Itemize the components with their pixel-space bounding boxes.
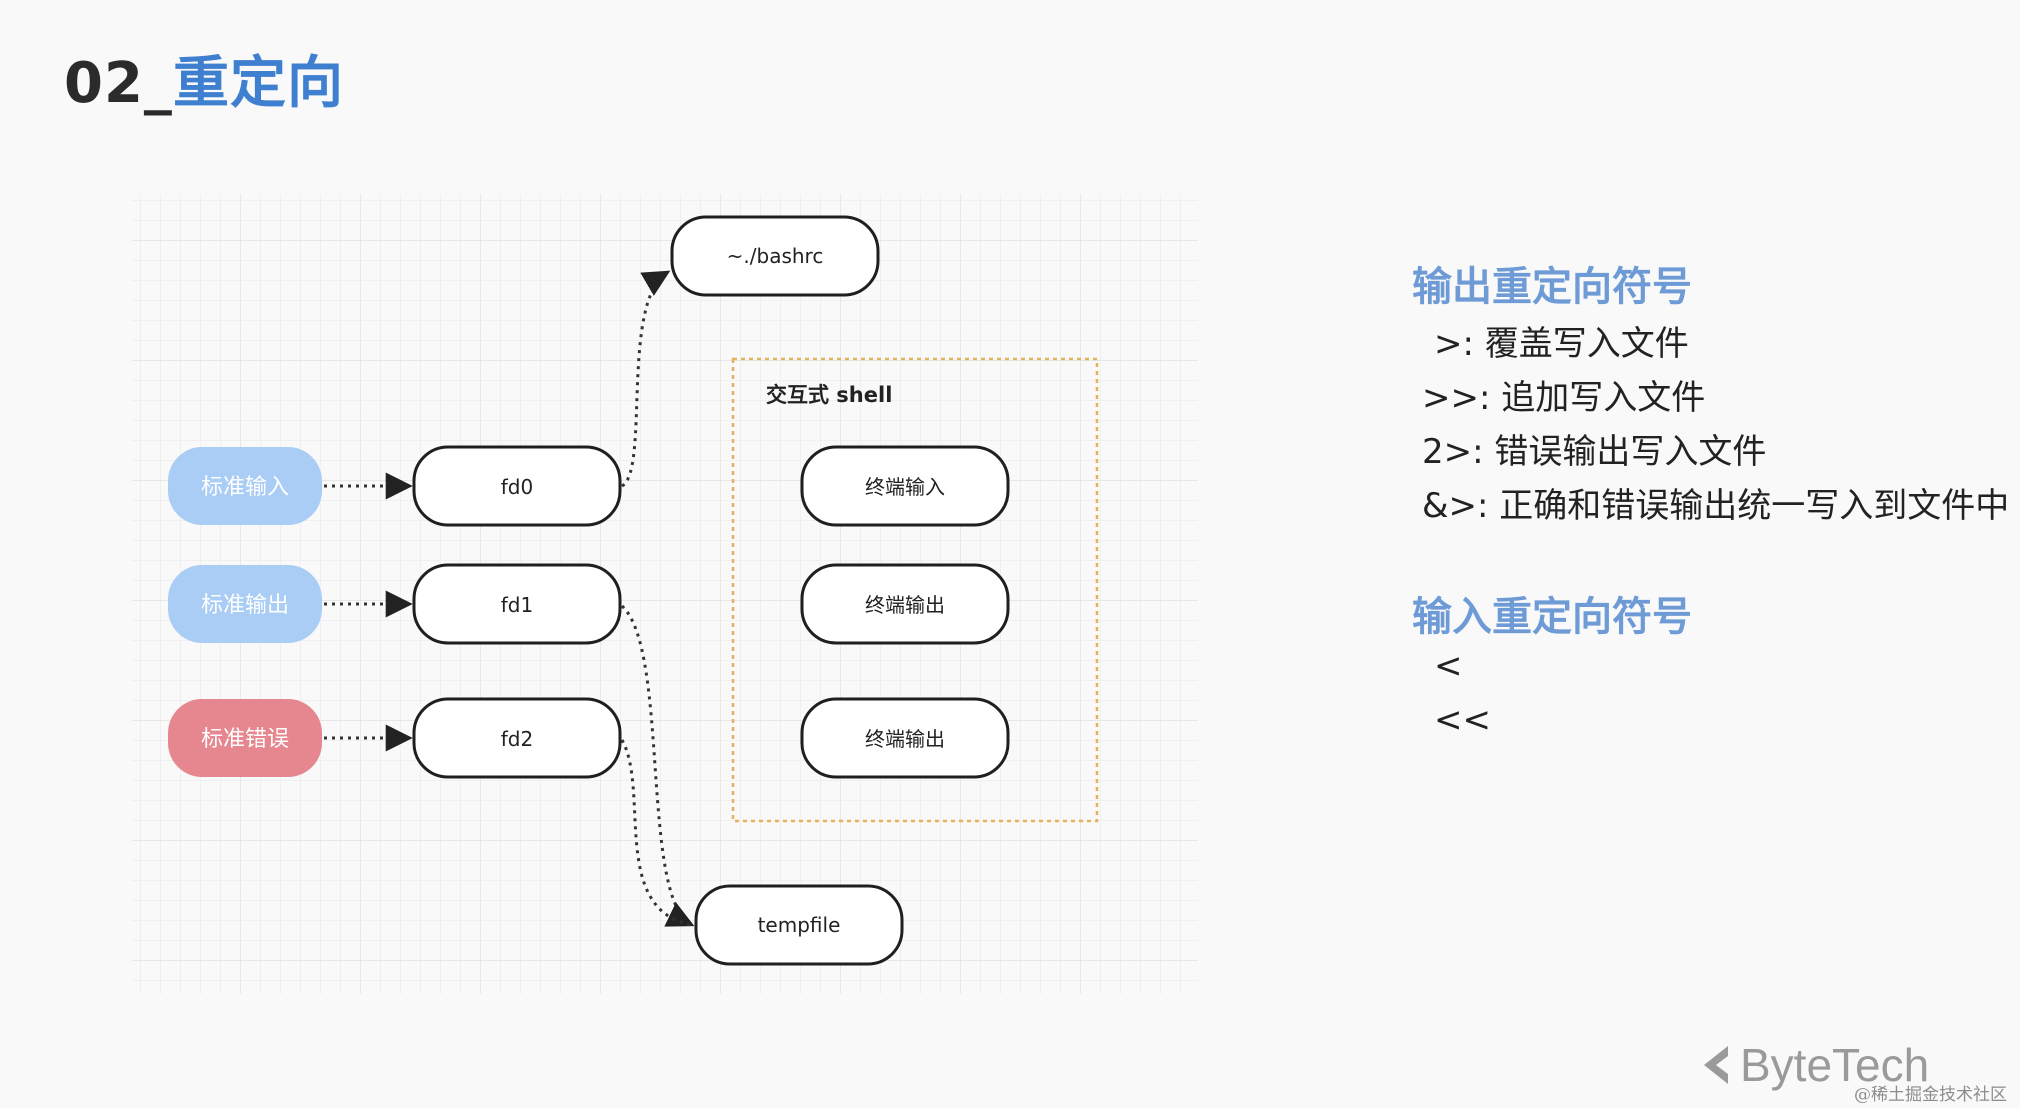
interactive-shell-label: 交互式 shell xyxy=(766,383,892,407)
slide-title-number: 02_ xyxy=(64,51,173,116)
bashrc-label: ~./bashrc xyxy=(727,244,824,268)
output-rule-desc: 覆盖写入文件 xyxy=(1484,324,1689,364)
bytetech-logo-text: ByteTech xyxy=(1740,1039,1930,1091)
fd2-node xyxy=(412,697,622,779)
output-rule-desc: 错误输出写入文件 xyxy=(1494,432,1767,472)
output-rule-symbol: >>: xyxy=(1422,378,1491,418)
output-rule-both: &>: 正确和错误输出统一写入到文件中 xyxy=(1422,478,2009,527)
fd1-node xyxy=(412,563,622,645)
output-rule-symbol: &>: xyxy=(1422,486,1489,526)
terminal-error-label: 终端输出 xyxy=(865,727,945,751)
arrow-fd2-tempfile xyxy=(620,739,693,927)
output-redirect-title: 输出重定向符号 xyxy=(1412,264,1692,310)
terminal-output-node xyxy=(800,563,1010,645)
input-redirect-title: 输入重定向符号 xyxy=(1412,594,1692,640)
output-rule-symbol: >: xyxy=(1434,324,1474,364)
output-rule-symbol: 2>: xyxy=(1422,432,1484,472)
arrow-fd0-bashrc xyxy=(621,270,671,488)
fd1-label: fd1 xyxy=(501,593,533,617)
slide-title-text: 重定向 xyxy=(172,51,344,116)
stderr-node xyxy=(168,699,322,777)
slide-title: 02_重定向 xyxy=(64,38,344,119)
arrow-fd1-tempfile xyxy=(620,604,695,927)
bytetech-chevron-icon xyxy=(1704,1046,1728,1084)
stdout-label: 标准输出 xyxy=(201,593,289,618)
output-rule-desc: 追加写入文件 xyxy=(1501,378,1706,418)
tempfile-label: tempfile xyxy=(758,913,841,937)
site-watermark: @稀土掘金技术社区 xyxy=(1854,1085,2007,1105)
output-rule-stderr: 2>: 错误输出写入文件 xyxy=(1422,424,1766,473)
stderr-label: 标准错误 xyxy=(201,727,289,752)
fd0-node xyxy=(412,445,622,527)
interactive-shell-region xyxy=(731,357,1099,823)
fd2-label: fd2 xyxy=(501,727,533,751)
bashrc-node xyxy=(670,215,880,297)
bytetech-logo: ByteTech xyxy=(1700,1038,1929,1092)
tempfile-node xyxy=(694,884,904,966)
output-rule-desc: 正确和错误输出统一写入到文件中 xyxy=(1499,486,2010,526)
terminal-output-label: 终端输出 xyxy=(865,593,945,617)
stdin-label: 标准输入 xyxy=(201,475,289,500)
stdout-node xyxy=(168,565,322,643)
input-symbol-heredoc: << xyxy=(1434,700,1491,740)
output-rule-overwrite: >: 覆盖写入文件 xyxy=(1434,316,1689,365)
stdin-node xyxy=(168,447,322,525)
terminal-input-node xyxy=(800,445,1010,527)
output-rule-append: >>: 追加写入文件 xyxy=(1422,370,1705,419)
fd0-label: fd0 xyxy=(501,475,533,499)
terminal-error-node xyxy=(800,697,1010,779)
terminal-input-label: 终端输入 xyxy=(865,475,945,499)
input-symbol-redirect: < xyxy=(1434,646,1463,686)
